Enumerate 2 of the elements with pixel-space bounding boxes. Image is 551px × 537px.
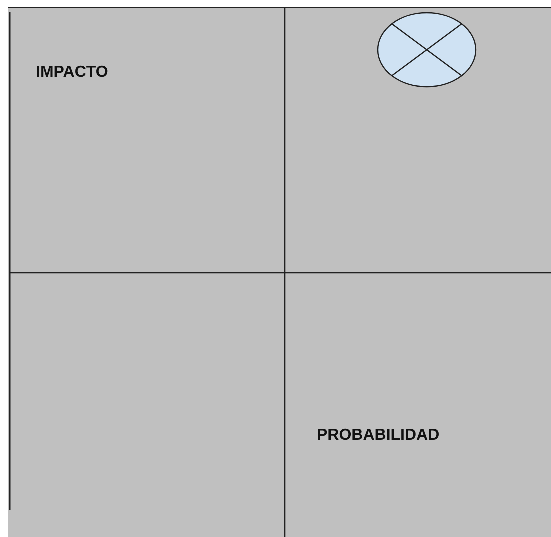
axis-label: PROBABILIDAD	[317, 427, 440, 445]
axis-label: IMPACTO	[36, 64, 108, 82]
